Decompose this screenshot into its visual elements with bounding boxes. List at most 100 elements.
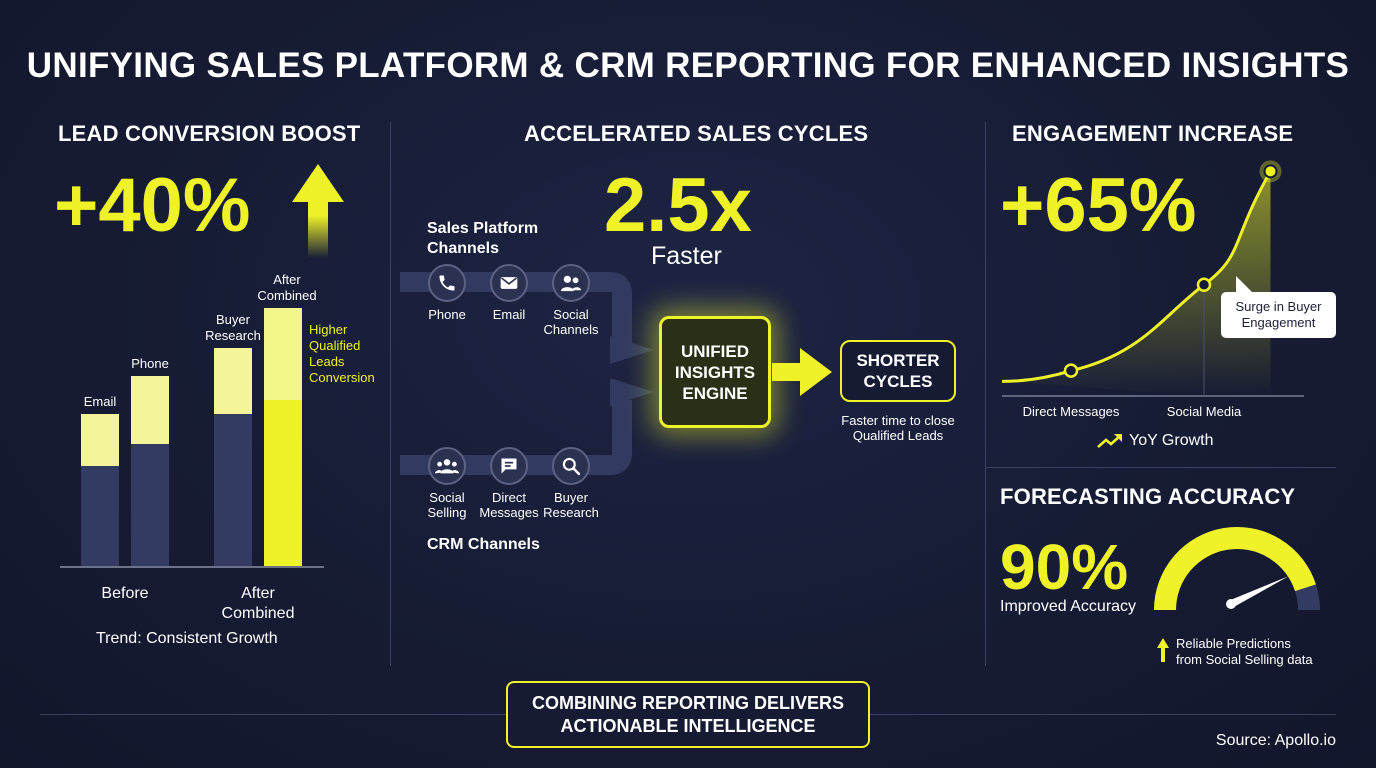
line-point (1196, 277, 1212, 293)
shorter-sub-line: Qualified Leads (852, 428, 944, 443)
forecast-section-title: FORECASTING ACCURACY (1000, 484, 1296, 509)
email-icon (500, 277, 518, 289)
lead-trend-text: Trend: Consistent Growth (96, 630, 278, 647)
highlight-label: Qualified (309, 338, 360, 353)
forecast-note-line: from Social Selling data (1176, 652, 1313, 667)
gauge-needle (1228, 576, 1289, 608)
bar-base-segment (131, 444, 169, 566)
bar-base-segment (81, 466, 119, 566)
engagement-legend: YoY Growth (1097, 432, 1214, 450)
small-up-arrow-icon (1157, 638, 1169, 662)
bar-top-segment (264, 308, 302, 400)
shorter-cycles-box: SHORTER CYCLES (840, 340, 956, 402)
line-point (1263, 164, 1278, 179)
channel-label-line: Phone (428, 307, 466, 322)
unified-insights-engine: UNIFIED INSIGHTS ENGINE (659, 316, 771, 428)
chat-icon (501, 458, 517, 474)
source-text: Source: Apollo.io (1215, 732, 1336, 749)
sales-platform-label-line: Sales Platform (427, 220, 539, 237)
line-area-fill (1002, 171, 1271, 396)
crm-channels-label: CRM Channels (427, 536, 540, 553)
bar-top-segment (81, 414, 119, 466)
lead-stat: +40% (54, 163, 251, 248)
group-icon (435, 459, 459, 474)
lead-section-title: LEAD CONVERSION BOOST (58, 121, 361, 146)
engagement-legend-text: YoY Growth (1129, 432, 1214, 449)
forecast-stat-sub: Improved Accuracy (1000, 598, 1137, 615)
highlight-label: Leads (309, 354, 345, 369)
engagement-stat: +65% (1000, 163, 1197, 248)
divider-right (985, 122, 986, 666)
cycles-section-title: ACCELERATED SALES CYCLES (524, 121, 869, 146)
engine-label-line: INSIGHTS (674, 362, 756, 382)
bar-label: Combined (257, 288, 316, 303)
bar-label: Research (205, 328, 261, 343)
engine-arrow-icon (772, 348, 832, 396)
engine-label-line: ENGINE (682, 383, 748, 403)
engagement-section-title: ENGAGEMENT INCREASE (1012, 121, 1294, 146)
bar-group-label: After (241, 585, 275, 602)
footer-banner-line: COMBINING REPORTING DELIVERS (531, 692, 845, 713)
gauge-needle-hub (1226, 599, 1236, 609)
channel-label-line: Social (429, 490, 465, 505)
channel-label-line: Selling (427, 505, 467, 520)
bar-top-segment (214, 348, 252, 414)
direct-messages-channel (490, 447, 528, 485)
channel-label-line: Research (543, 505, 599, 520)
divider-left (390, 122, 391, 666)
phone-channel-label: Phone (418, 307, 476, 322)
bar-label: Phone (131, 356, 169, 371)
cycles-stat: 2.5x (604, 163, 752, 248)
footer-banner: COMBINING REPORTING DELIVERS ACTIONABLE … (506, 681, 870, 748)
flow-arrows (400, 272, 654, 475)
bar-base-segment (264, 400, 302, 566)
search-icon (562, 457, 581, 476)
callout-line: Surge in Buyer (1235, 299, 1322, 314)
bar-base-segment (214, 414, 252, 566)
callout-pointer (1236, 276, 1254, 294)
shorter-cycles-sub: Faster time to close Qualified Leads (818, 413, 978, 443)
phone-channel (428, 264, 466, 302)
highlight-label: Higher (309, 322, 348, 337)
trend-up-icon (1097, 434, 1122, 448)
forecast-gauge (1154, 527, 1320, 611)
gauge-fill (1154, 527, 1316, 611)
lead-bar-chart: EmailPhoneBuyerResearchAfterCombinedBefo… (60, 272, 375, 622)
bar-group-label: Before (101, 585, 148, 602)
phone-icon (439, 275, 455, 291)
channel-label-line: Buyer (554, 490, 588, 505)
forecast-note: Reliable Predictions from Social Selling… (1156, 636, 1313, 668)
engagement-line-chart: Direct Messages Social Media (1001, 160, 1304, 419)
email-channel-label: Email (480, 307, 538, 322)
cycles-stat-sub: Faster (651, 242, 722, 270)
highlight-label: Conversion (309, 370, 375, 385)
buyer-research-channel (552, 447, 590, 485)
page-title: UNIFYING SALES PLATFORM & CRM REPORTING … (26, 46, 1350, 85)
channel-label-line: Social (553, 307, 589, 322)
channel-label-line: Messages (479, 505, 539, 520)
users-icon (561, 275, 581, 292)
bar-label: Buyer (216, 312, 251, 327)
engagement-callout: Surge in Buyer Engagement (1221, 292, 1336, 338)
channel-label-line: Direct (492, 490, 526, 505)
shorter-label-line: SHORTER (856, 351, 940, 370)
footer-banner-line: ACTIONABLE INTELLIGENCE (560, 715, 816, 736)
social-channels-channel (552, 264, 590, 302)
engine-label-line: UNIFIED (680, 341, 749, 361)
divider-right-middle (986, 467, 1336, 468)
social-selling-channel (428, 447, 466, 485)
channel-label-line: Channels (543, 322, 599, 337)
callout-line: Engagement (1241, 315, 1316, 330)
shorter-sub-line: Faster time to close (841, 413, 955, 428)
line-x-tick-label: Social Media (1167, 404, 1242, 419)
bar-group-label: Combined (222, 605, 295, 622)
line-point (1063, 363, 1079, 378)
bar-top-segment (131, 376, 169, 444)
bar-label: Email (84, 394, 117, 409)
channel-label-line: Email (492, 307, 526, 322)
line-x-tick-label: Direct Messages (1023, 404, 1120, 419)
